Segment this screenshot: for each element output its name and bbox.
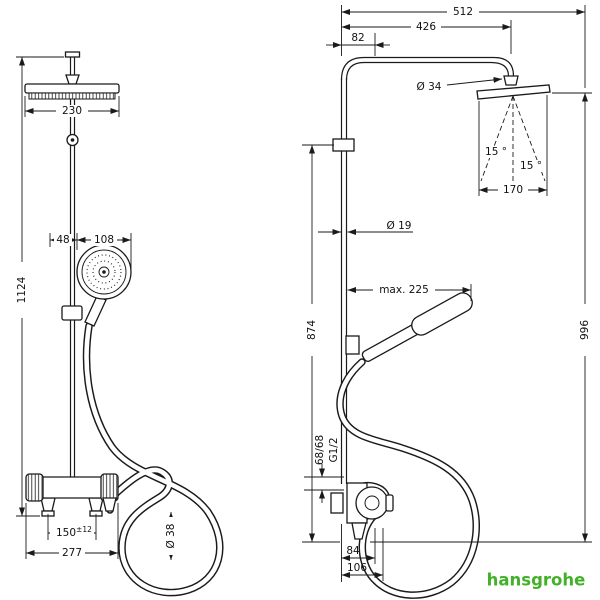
dim-pipe-diameter: Ø 19 xyxy=(318,220,413,235)
side-view: 512 426 82 Ø 34 15 ° xyxy=(302,5,592,599)
dim-head-depth-label: 170 xyxy=(503,184,523,196)
handshower-holder-side xyxy=(345,335,360,355)
hand-shower-side xyxy=(361,292,473,362)
spray-angle-left-label: 15 ° xyxy=(485,146,507,158)
dim-inlet: 68/68 G1/2 xyxy=(304,435,344,503)
dim-wall-offset-label: 82 xyxy=(351,32,364,44)
wall-bracket-front xyxy=(66,133,79,147)
spray-angle-right-label: 15 ° xyxy=(520,160,542,172)
dim-bracket-height-label: 874 xyxy=(306,320,318,340)
shower-hose-front xyxy=(82,322,224,597)
dim-connection-spacing-label: 150±12 xyxy=(56,525,92,540)
dim-valve-width: 277 xyxy=(25,503,119,559)
dim-overall-reach-label: 512 xyxy=(453,6,473,18)
dim-bracket-height: 874 xyxy=(302,144,340,543)
dim-total-height-label: 1124 xyxy=(16,276,28,303)
dim-head-width-label: 230 xyxy=(62,105,82,117)
dim-overall-reach: 512 xyxy=(341,5,586,88)
dim-valve-depth-total: 106 xyxy=(341,528,384,581)
brand-logo: hansgrohe xyxy=(487,571,586,590)
handshower-holder-front xyxy=(61,305,83,321)
dim-head-width: 230 xyxy=(24,96,120,117)
dim-valve-depth-total-label: 106 xyxy=(347,562,367,574)
riser-pipe-side xyxy=(340,56,515,484)
dim-valve-depth-body-label: 84 xyxy=(346,545,360,557)
dim-handshower-offset-label: 48 xyxy=(56,234,69,246)
dim-handshower: 48 108 xyxy=(49,233,132,270)
dim-hose-loop-diameter: Ø 38 xyxy=(164,512,178,560)
dim-valve-depth-body: 84 xyxy=(341,524,376,582)
overhead-shower-side xyxy=(476,75,551,100)
dim-head-connector-label: Ø 34 xyxy=(417,81,442,93)
thermostat-side xyxy=(330,482,394,540)
dim-hose-loop-diameter-label: Ø 38 xyxy=(165,524,177,549)
dim-handshower-reach: max. 225 xyxy=(347,284,472,301)
dim-arm-reach: 426 xyxy=(341,20,512,54)
dim-inlet-offset-label: 68/68 xyxy=(314,435,326,465)
hose-connector-side xyxy=(351,522,367,540)
front-view: 1124 230 48 108 150±12 xyxy=(15,51,224,597)
hand-shower-front xyxy=(76,244,132,327)
dim-wall-offset: 82 xyxy=(326,32,390,56)
dim-head-depth: 170 xyxy=(478,95,548,196)
riser-pipe-front xyxy=(64,51,81,477)
dim-arm-reach-label: 426 xyxy=(416,21,436,33)
overhead-shower-front xyxy=(24,74,120,100)
hose-connector-front xyxy=(102,497,117,512)
dim-head-height: 996 xyxy=(370,92,592,543)
dim-handshower-reach-label: max. 225 xyxy=(379,284,429,296)
dim-handshower-width-label: 108 xyxy=(94,234,114,246)
dim-valve-width-label: 277 xyxy=(62,547,82,559)
dim-total-height: 1124 xyxy=(15,56,64,517)
shower-hose-side xyxy=(336,358,480,599)
wall-bracket-side xyxy=(332,138,355,152)
spray-angle: 15 ° 15 ° xyxy=(480,95,546,186)
dim-pipe-diameter-label: Ø 19 xyxy=(387,220,412,232)
dim-head-connector: Ø 34 xyxy=(417,76,503,93)
dim-connection-spacing: 150±12 xyxy=(47,514,97,540)
thermostat-front xyxy=(25,473,119,517)
dim-inlet-thread-label: G1/2 xyxy=(328,437,340,462)
dim-head-height-label: 996 xyxy=(579,320,591,340)
